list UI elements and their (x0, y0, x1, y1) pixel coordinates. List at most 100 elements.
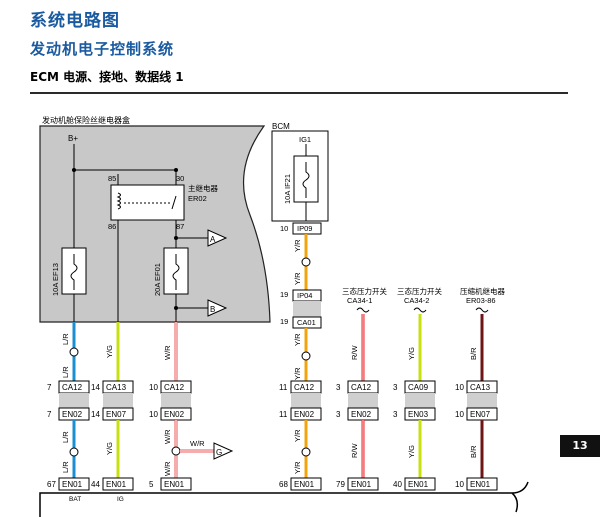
connector-a-label: CA12 (62, 383, 83, 392)
relay-pin-30: 30 (176, 174, 184, 183)
relay3-code: ER03-86 (466, 296, 496, 305)
connector-gap (348, 393, 378, 408)
bplus-label: B+ (68, 134, 78, 143)
arrow-g-label: G (216, 448, 222, 457)
sw1-name: 三态压力开关 (342, 286, 387, 296)
yr-splice-3 (301, 447, 311, 457)
relay-code: ER02 (188, 194, 207, 203)
connector-a-pin: 7 (47, 383, 52, 392)
connector-a-pin: 11 (279, 383, 288, 392)
rw-label-1: R/W (350, 345, 359, 361)
connector-ca01-label: CA01 (297, 318, 316, 327)
connector-gap (103, 393, 133, 408)
connector-a-label: CA13 (470, 383, 491, 392)
page-tab[interactable]: 13 (560, 435, 600, 457)
connector-a-pin: 3 (336, 383, 341, 392)
bcm-pin: 10 (280, 224, 288, 233)
yr-splice-2 (301, 351, 311, 361)
sw2-name: 三态压力开关 (397, 286, 442, 296)
wr-label-3: W/R (163, 461, 172, 476)
lr-label-4: L/R (61, 461, 70, 473)
subsection-title: ECM 电源、接地、数据线 1 (30, 70, 184, 84)
ecm-connector (466, 477, 498, 491)
connector-a-label: CA09 (408, 383, 429, 392)
page-title: 系统电路图 (30, 11, 120, 31)
fuse-ef01-label: 20A EF01 (153, 263, 162, 296)
bat-label: BAT (69, 496, 81, 503)
lr-splice-2 (69, 447, 79, 457)
connector-b-label: EN07 (470, 410, 491, 419)
relay-coil-icon (116, 192, 121, 210)
fuse-box-label: 发动机舱保险丝继电器盒 (42, 115, 130, 125)
fuse-if21-label: 10A IF21 (283, 174, 292, 204)
connector-gap-ip04 (293, 301, 321, 317)
connector-b-label: EN02 (62, 410, 83, 419)
sw2-tilde-icon (413, 307, 427, 313)
connector-b-label: EN07 (106, 410, 127, 419)
title-divider (30, 92, 568, 94)
connector-a-pin: 14 (91, 383, 100, 392)
yr-label-5: Y/R (293, 429, 302, 442)
ig1-label: IG1 (299, 135, 311, 144)
ef01-junction (174, 306, 178, 310)
main-relay (110, 184, 185, 221)
connector-a-label: CA12 (164, 383, 185, 392)
connector-gap (59, 393, 89, 408)
connector-a-label: CA12 (351, 383, 372, 392)
ecm-connector (404, 477, 436, 491)
lr-label-3: L/R (61, 431, 70, 443)
ecm-connector-pin: 44 (91, 480, 100, 489)
connector-b-pin: 3 (393, 410, 398, 419)
connector-a-pin: 10 (455, 383, 464, 392)
yr-label-1: Y/R (293, 239, 302, 252)
fuse-ef13-symbol (70, 254, 78, 290)
yr-label-2: Y/R (293, 272, 302, 285)
br-label-1: B/R (469, 347, 478, 360)
yr-label-6: Y/R (293, 461, 302, 474)
arrow-a-label: A (210, 235, 216, 244)
ecm-connector-label: EN01 (408, 480, 429, 489)
wr-label-2: W/R (163, 429, 172, 444)
arrow-b-label: B (210, 305, 215, 314)
ecm-connector-pin: 40 (393, 480, 402, 489)
ig-label: IG (117, 496, 124, 503)
ecm-connector-label: EN01 (164, 480, 185, 489)
yg-label-2: Y/G (105, 442, 114, 455)
ecm-connector-pin: 68 (279, 480, 288, 489)
connector-b-pin: 10 (149, 410, 158, 419)
relay-pin-87: 87 (176, 222, 184, 231)
ecm-connector (58, 477, 90, 491)
connector-gap (291, 393, 321, 408)
wr-splice (171, 446, 181, 456)
fuse-ef13-label: 10A EF13 (51, 263, 60, 296)
connector-gap (161, 393, 191, 408)
ecm-connector-label: EN01 (294, 480, 315, 489)
ecm-connector (160, 477, 192, 491)
section-title: 发动机电子控制系统 (30, 40, 175, 58)
relay-switch (171, 195, 177, 210)
ecm-connector-pin: 79 (336, 480, 345, 489)
connector-a-pin: 3 (393, 383, 398, 392)
ecm-connector-label: EN01 (351, 480, 372, 489)
lr-label-2: L/R (61, 366, 70, 378)
relay-name: 主继电器 (188, 183, 218, 193)
ca01-pin: 19 (280, 317, 288, 326)
connector-gap (405, 393, 435, 408)
relay-87-junction (174, 236, 178, 240)
yg2-label-2: Y/G (407, 445, 416, 458)
wr-label-1: W/R (163, 345, 172, 360)
sw2-code: CA34-2 (404, 296, 429, 305)
arrow-a (207, 229, 228, 247)
connector-b-pin: 14 (91, 410, 100, 419)
yg2-label-1: Y/G (407, 347, 416, 360)
br-label-2: B/R (469, 445, 478, 458)
connector-a-label: CA13 (106, 383, 127, 392)
fuse-if21-symbol (302, 162, 310, 198)
wr-branch-label: W/R (190, 439, 205, 448)
connector-a-pin: 10 (149, 383, 158, 392)
connector-b-pin: 10 (455, 410, 464, 419)
connector-gap (467, 393, 497, 408)
relay-pin-85: 85 (108, 174, 116, 183)
fuse-relay-box (39, 125, 271, 323)
